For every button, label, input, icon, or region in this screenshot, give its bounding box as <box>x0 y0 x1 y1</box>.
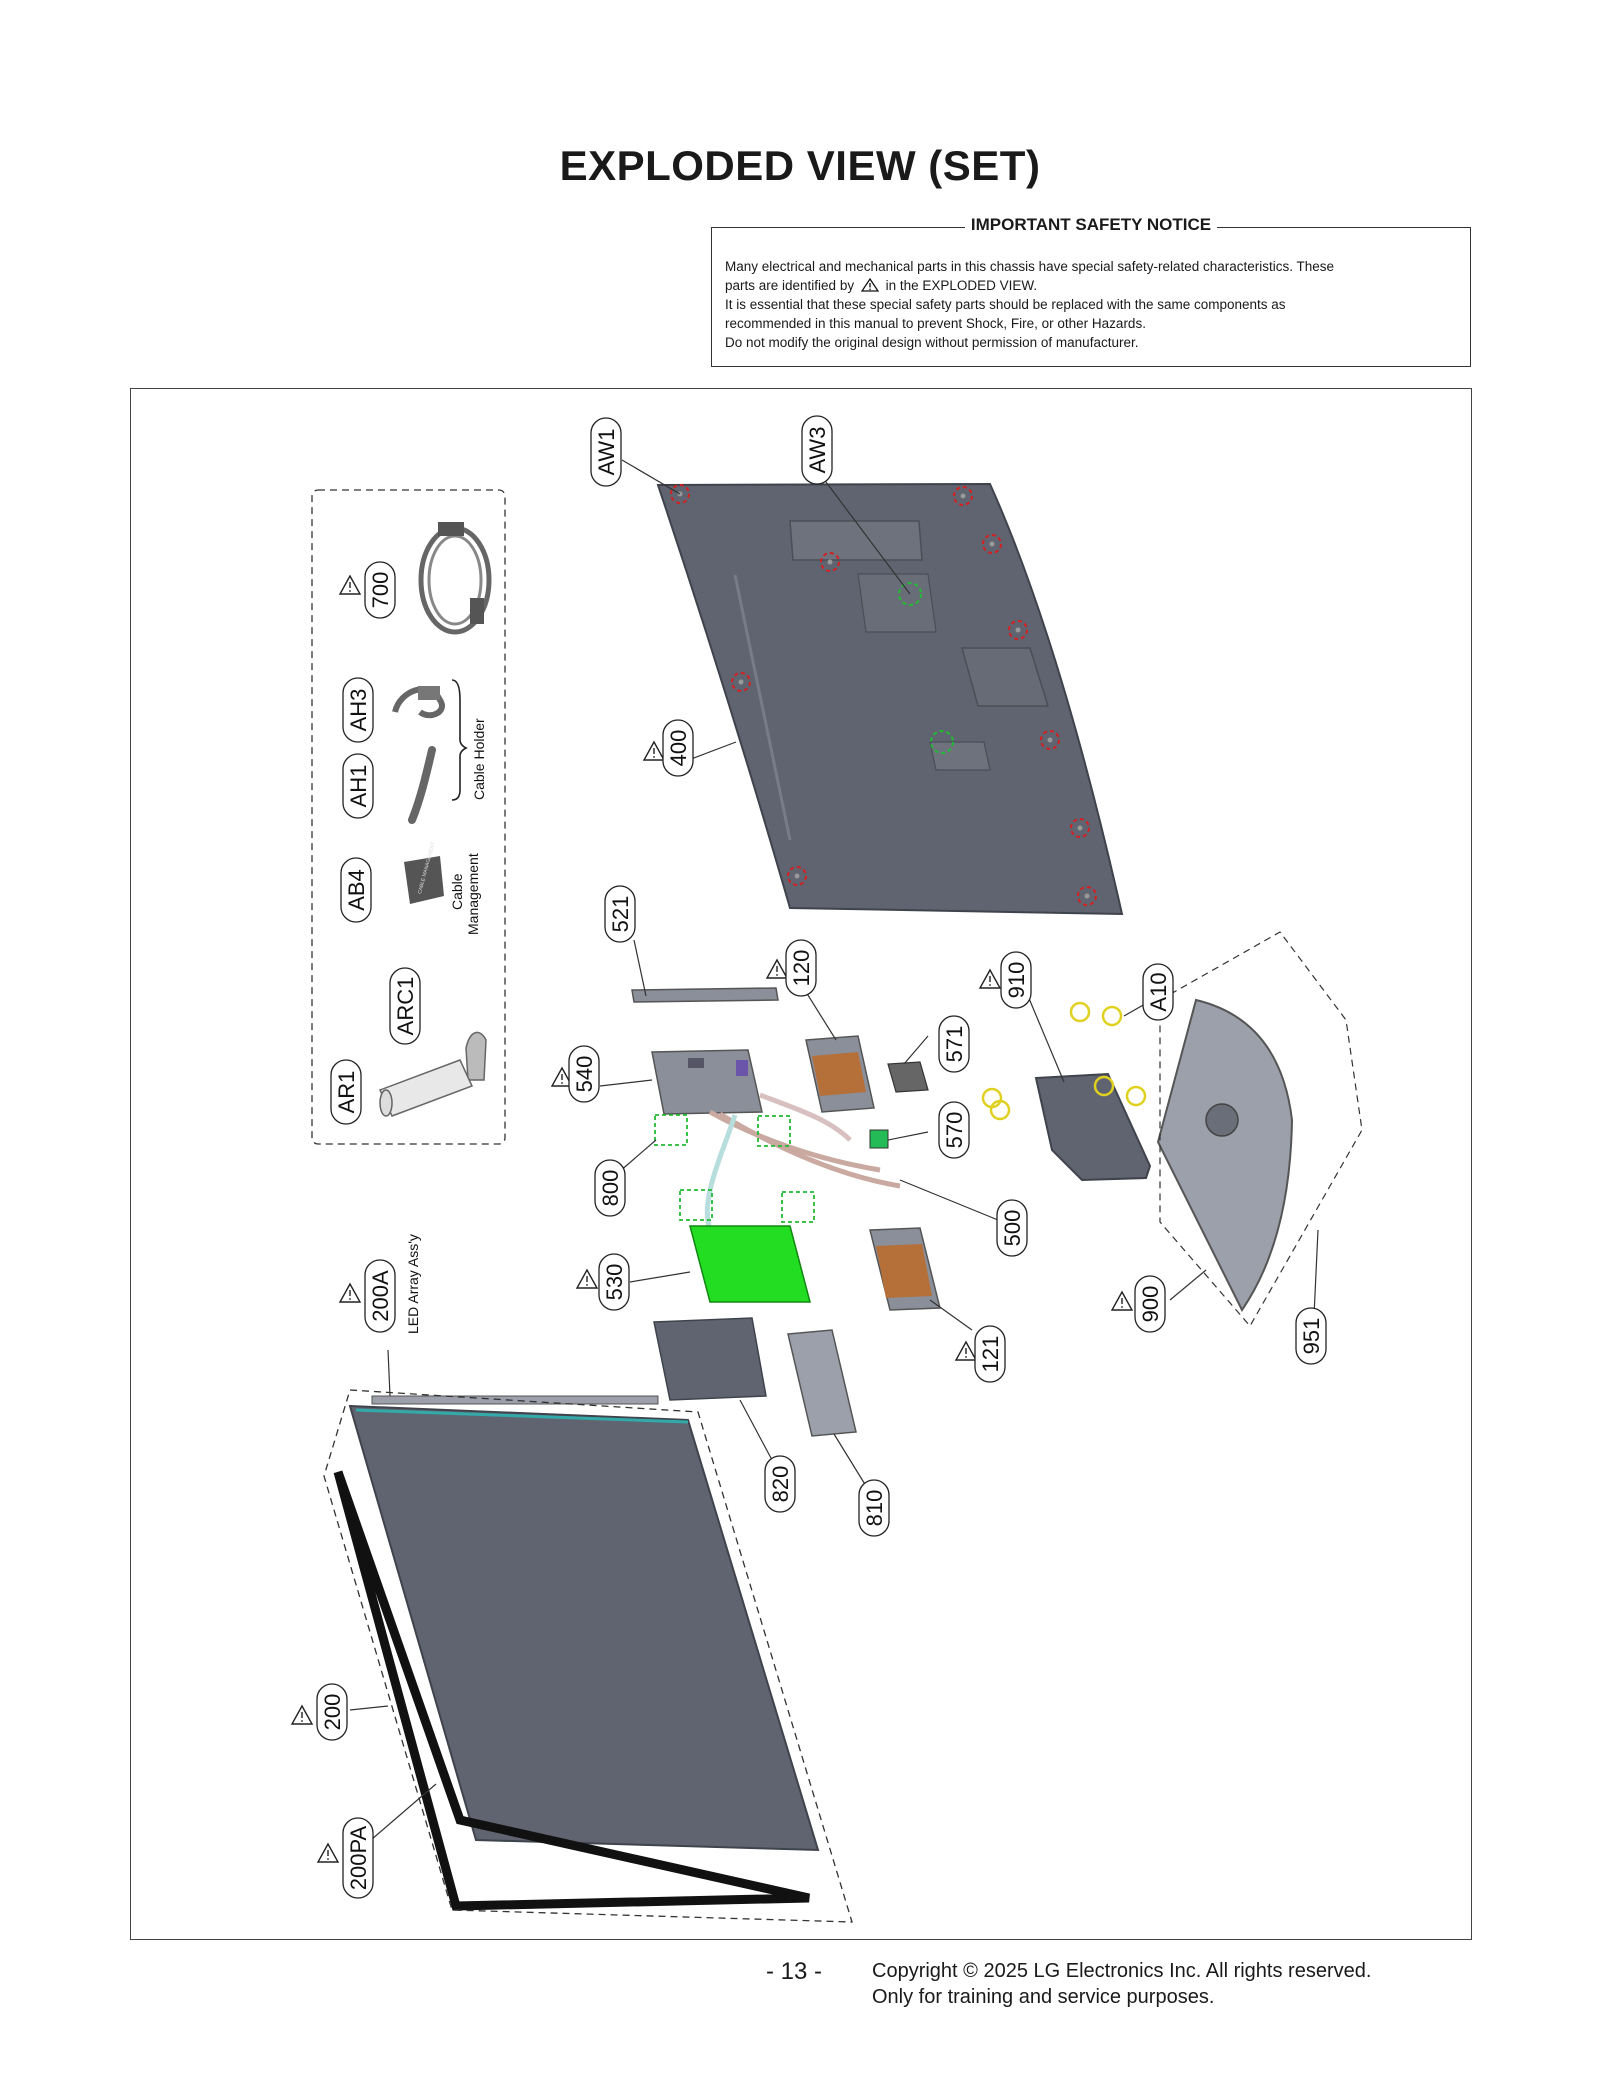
warning-triangle-icon <box>860 277 880 292</box>
label-571: 571 <box>942 1026 967 1063</box>
board-530 <box>689 1225 811 1303</box>
led-array <box>371 1395 659 1405</box>
page-number: - 13 - <box>766 1958 823 1985</box>
back-cover <box>656 482 1124 916</box>
cable-tie-icon <box>408 746 436 824</box>
label-400: 400 <box>666 730 691 767</box>
safety-notice-box: IMPORTANT SAFETY NOTICE Many electrical … <box>711 215 1471 367</box>
copyright-block: Copyright © 2025 LG Electronics Inc. All… <box>872 1958 1371 2010</box>
label-121: 121 <box>978 1336 1003 1373</box>
label-a10: A10 <box>1146 972 1171 1011</box>
label-910: 910 <box>1004 962 1029 999</box>
label-521: 521 <box>608 896 633 933</box>
label-200a: 200A <box>368 1270 393 1322</box>
stand-neck <box>1034 1072 1152 1182</box>
copyright-line-2: Only for training and service purposes. <box>872 1986 1215 2008</box>
notice-line-2a: parts are identified by <box>725 278 855 293</box>
label-700: 700 <box>368 572 393 609</box>
label-200pa: 200PA <box>346 1825 371 1890</box>
power-cord-icon <box>418 522 492 635</box>
label-ab4: AB4 <box>344 869 369 911</box>
cable-management-label-1: Cable <box>449 873 465 910</box>
label-800: 800 <box>598 1170 623 1207</box>
diagram-frame <box>130 388 1472 1940</box>
notice-line-3: It is essential that these special safet… <box>725 297 1286 312</box>
cable-management-label-2: Management <box>465 853 481 935</box>
power-board-120 <box>805 1035 875 1113</box>
label-arc1: ARC1 <box>393 977 418 1036</box>
label-aw1: AW1 <box>594 429 619 476</box>
label-200: 200 <box>320 1694 345 1731</box>
display-module <box>348 1404 820 1852</box>
main-board <box>651 1049 763 1115</box>
led-array-label: LED Array Ass'y <box>405 1234 421 1334</box>
cable-holder-label: Cable Holder <box>471 718 487 800</box>
power-board-121 <box>869 1227 941 1311</box>
label-820: 820 <box>768 1466 793 1503</box>
safety-notice-text: Many electrical and mechanical parts in … <box>725 257 1457 352</box>
label-500: 500 <box>1000 1210 1025 1247</box>
safety-notice-heading: IMPORTANT SAFETY NOTICE <box>964 215 1218 234</box>
notice-line-2b: in the EXPLODED VIEW. <box>885 278 1038 293</box>
cover-820 <box>653 1317 767 1401</box>
notice-line-5: Do not modify the original design withou… <box>725 335 1139 350</box>
bracket-571 <box>887 1061 929 1093</box>
bracket-810 <box>787 1329 857 1437</box>
batteries-icon <box>378 1059 474 1117</box>
label-ah1: AH1 <box>346 765 371 808</box>
stand-base <box>1156 998 1294 1312</box>
label-ar1: AR1 <box>334 1071 359 1114</box>
panel-frame <box>333 1470 810 1911</box>
label-900: 900 <box>1138 1286 1163 1323</box>
bracket-521 <box>631 987 779 1003</box>
part-labels: AW1 AW3 700 AH3 AH1 AB4 ARC1 AR1 400 521… <box>316 415 1327 1899</box>
notice-line-4: recommended in this manual to prevent Sh… <box>725 316 1146 331</box>
cable-holder-clip-icon <box>392 686 445 719</box>
stand-dashed-outline <box>1159 931 1363 1328</box>
remote-control-icon <box>465 1031 487 1081</box>
label-570: 570 <box>942 1112 967 1149</box>
label-810: 810 <box>862 1490 887 1527</box>
accessory-box <box>311 489 506 1145</box>
label-aw3: AW3 <box>805 427 830 474</box>
page-title: EXPLODED VIEW (SET) <box>559 142 1041 189</box>
copyright-line-1: Copyright © 2025 LG Electronics Inc. All… <box>872 1960 1372 1982</box>
cable-harness <box>704 1092 901 1231</box>
clips-800 <box>654 1114 815 1223</box>
notice-line-1: Many electrical and mechanical parts in … <box>725 259 1335 274</box>
cable-management-clip-icon: CABLE MANAGEMENT <box>404 841 444 904</box>
module-dashed-outline <box>323 1389 853 1923</box>
label-951: 951 <box>1299 1318 1324 1355</box>
label-120: 120 <box>789 950 814 987</box>
label-530: 530 <box>602 1264 627 1301</box>
label-540: 540 <box>572 1056 597 1093</box>
label-ah3: AH3 <box>346 689 371 732</box>
board-570 <box>869 1129 889 1149</box>
